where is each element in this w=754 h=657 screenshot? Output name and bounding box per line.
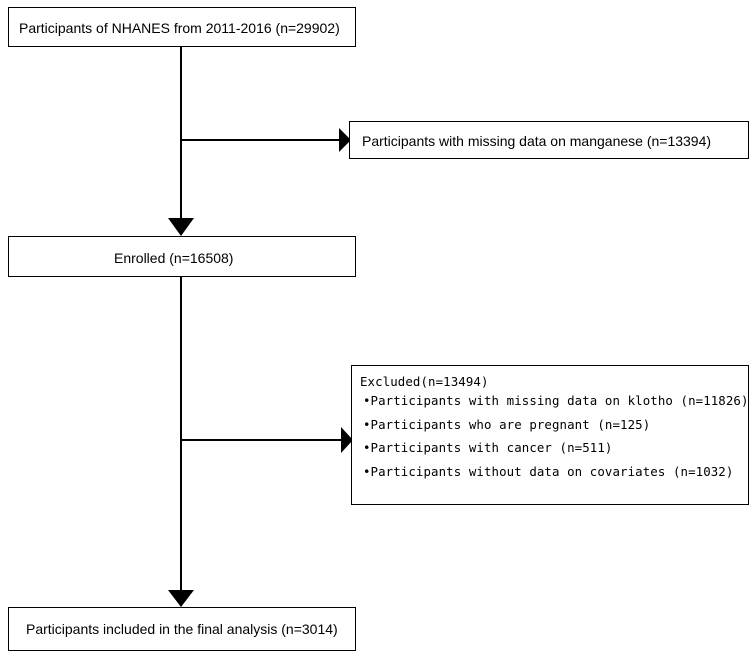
excluded-item-covariates: •Participants without data on covariates… [363,463,734,479]
box-final-analysis-label: Participants included in the final analy… [26,621,338,637]
excluded-item-cancer: •Participants with cancer (n=511) [363,440,613,456]
excluded-item-klotho: •Participants with missing data on kloth… [363,393,749,409]
box-missing-manganese: Participants with missing data on mangan… [349,121,749,159]
arrowhead-to-final [168,590,194,607]
box-nhanes-participants-label: Participants of NHANES from 2011-2016 (n… [19,20,340,36]
box-excluded-title: Excluded(n=13494) [360,374,489,389]
box-missing-manganese-label: Participants with missing data on mangan… [362,133,712,149]
box-enrolled: Enrolled (n=16508) [8,236,356,277]
box-nhanes-participants: Participants of NHANES from 2011-2016 (n… [8,7,356,47]
box-excluded: Excluded(n=13494) •Participants with mis… [351,365,749,505]
box-final-analysis: Participants included in the final analy… [8,607,356,651]
arrowhead-to-excluded [341,427,353,453]
arrowhead-to-missing-manganese [339,128,351,152]
arrowhead-to-enrolled [168,218,194,236]
excluded-item-pregnant: •Participants who are pregnant (n=125) [363,416,651,432]
box-enrolled-label: Enrolled (n=16508) [114,250,234,266]
